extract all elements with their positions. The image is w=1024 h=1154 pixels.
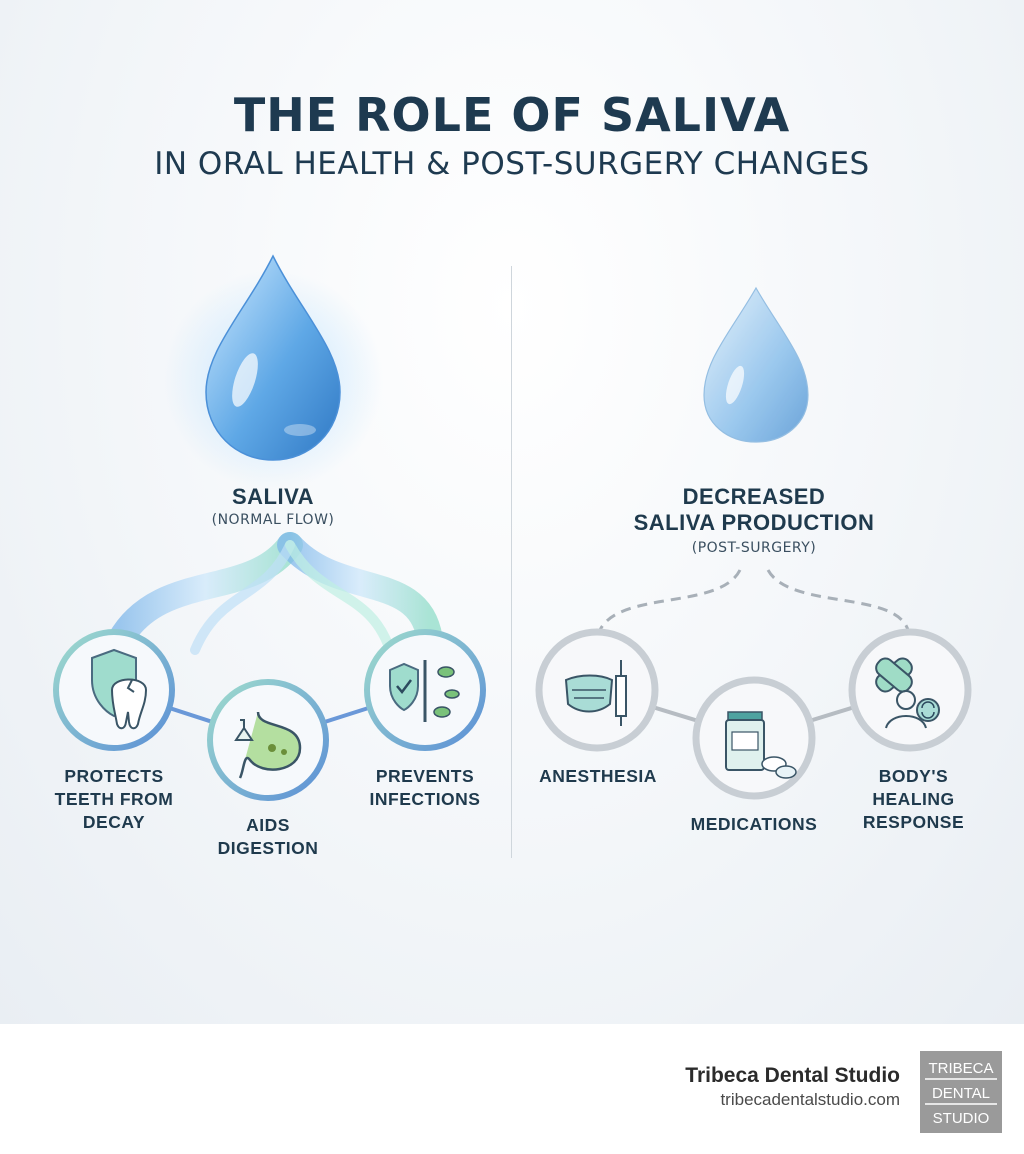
saliva-drop-icon — [163, 254, 383, 490]
medications-label: MEDICATIONS — [690, 814, 818, 834]
saliva-heading: SALIVA — [231, 484, 315, 509]
brand-logo: TRIBECA DENTAL STUDIO — [920, 1051, 1002, 1133]
center-divider — [511, 266, 512, 858]
svg-text:DENTAL: DENTAL — [932, 1085, 990, 1102]
decreased-saliva-heading: DECREASED SALIVA PRODUCTION — [633, 484, 875, 535]
healing-response-label: BODY'S HEALING RESPONSE — [862, 766, 965, 832]
protects-teeth-icon — [53, 629, 175, 751]
brand-name: Tribeca Dental Studio — [685, 1064, 900, 1087]
protects-teeth-label: PROTECTS TEETH FROM DECAY — [54, 766, 174, 832]
page-title: THE ROLE OF SALIVA — [233, 88, 791, 142]
saliva-note: (NORMAL FLOW) — [211, 512, 335, 528]
medications-icon — [692, 676, 816, 800]
anesthesia-icon — [535, 628, 659, 752]
dashed-link-right — [766, 569, 910, 631]
aids-digestion-icon — [207, 679, 329, 801]
diagram-art — [53, 254, 972, 801]
saliva-flow-streams — [107, 532, 443, 655]
prevents-infections-label: PREVENTS INFECTIONS — [369, 766, 481, 809]
infographic-canvas — [0, 0, 1024, 1024]
healing-response-icon — [848, 628, 972, 752]
reduced-saliva-drop-icon — [703, 286, 809, 443]
dashed-link-left — [598, 569, 742, 631]
svg-text:TRIBECA: TRIBECA — [928, 1060, 993, 1077]
footer — [0, 1024, 1024, 1154]
decreased-saliva-note: (POST-SURGERY) — [691, 540, 817, 556]
svg-text:STUDIO: STUDIO — [933, 1110, 990, 1127]
page-subtitle: IN ORAL HEALTH & POST-SURGERY CHANGES — [154, 146, 870, 182]
aids-digestion-label: AIDS DIGESTION — [217, 815, 319, 858]
brand-url[interactable]: tribecadentalstudio.com — [720, 1090, 900, 1109]
prevents-infections-icon — [364, 629, 486, 751]
anesthesia-label: ANESTHESIA — [539, 766, 657, 786]
